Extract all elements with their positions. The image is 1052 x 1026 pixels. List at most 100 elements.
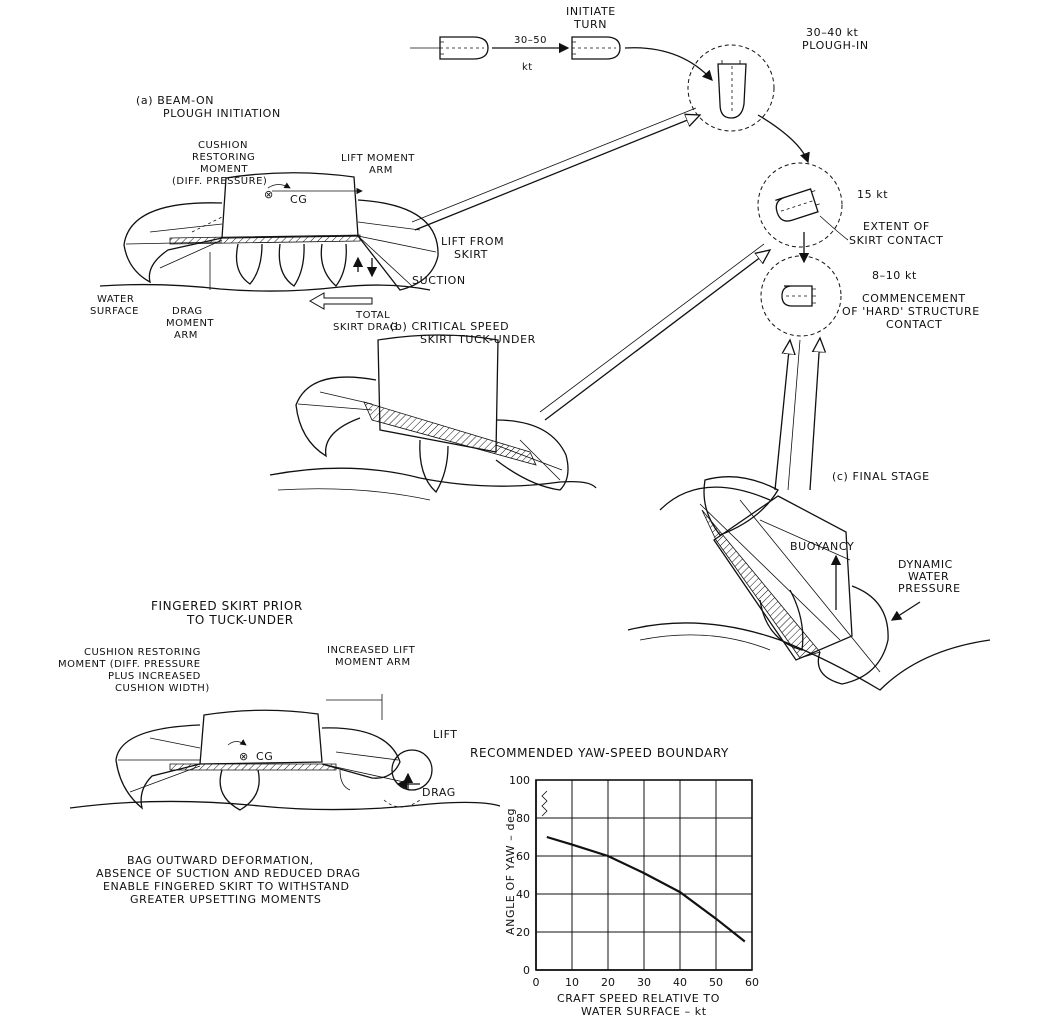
a-to-plough-arrow-2 [411, 107, 697, 223]
skirt-bow-c [817, 585, 889, 685]
craft-body-fingered [199, 709, 323, 765]
skirt-contact-label-2: SKIRT CONTACT [849, 234, 943, 247]
water-label-2: SURFACE [90, 306, 139, 317]
dynamic-label: DYNAMIC [898, 558, 953, 571]
x-tick-label: 40 [673, 976, 687, 989]
skirt-outer-c [659, 486, 771, 511]
cushion-label-a-2: RESTORING [192, 152, 255, 163]
eight-ten-kt-circle [760, 255, 842, 337]
fingered-cg-label: CG [256, 750, 273, 763]
lift-skirt-label-2: SKIRT [454, 248, 488, 261]
water-surface-b [269, 467, 597, 489]
y-tick-label: 40 [516, 888, 530, 901]
fingered-drag-label: DRAG [422, 786, 456, 799]
water-surface-c [627, 622, 991, 691]
initiate-turn-label-2: TURN [573, 18, 607, 31]
craft-body-a [221, 172, 359, 239]
lift-arm-label-a: LIFT MOMENT [341, 153, 415, 164]
craft-plan-3 [717, 60, 747, 119]
skirt-lines-left-b [297, 391, 373, 411]
boundary-curve-0 [546, 835, 746, 943]
skirt-left-a [123, 202, 223, 284]
skirt-right-b [495, 419, 569, 491]
total-drag-label-2: SKIRT DRAG [333, 322, 398, 333]
skirt-contact-label: EXTENT OF [863, 220, 930, 233]
skirt-contact-leader [819, 215, 849, 241]
a-to-plough-arrow [414, 115, 700, 231]
speed-label-30-50: 30–50 [514, 35, 547, 46]
fingered-title: FINGERED SKIRT PRIOR [151, 599, 303, 613]
fingered-water [69, 800, 501, 811]
fingered-lift-label: LIFT [433, 728, 458, 741]
fingered-caption: BAG OUTWARD DEFORMATION, [127, 854, 314, 867]
chart-series [546, 835, 746, 943]
cg-label-a: CG [290, 193, 307, 206]
fingered-finger-2 [339, 769, 351, 791]
x-tick-label: 30 [637, 976, 651, 989]
y-tick-label: 60 [516, 850, 530, 863]
drag-arm-label-3: ARM [174, 330, 198, 341]
c-to-8kt-arrow-2 [809, 338, 820, 491]
plough-in-speed-label: 30–40 kt [806, 26, 859, 39]
hard-contact-label-2: OF 'HARD' STRUCTURE [842, 305, 980, 318]
hard-structure-hatch-c [701, 509, 821, 659]
initiate-turn-label: INITIATE [566, 5, 616, 18]
cushion-label-a-3: MOMENT [200, 164, 248, 175]
fifteen-kt-label: 15 kt [857, 188, 888, 201]
plough-to-15-arrow [757, 114, 810, 164]
x-tick-label: 20 [601, 976, 615, 989]
fingered-cushion-label-2: MOMENT (DIFF. PRESSURE [58, 659, 201, 670]
fingered-cushion-label: CUSHION RESTORING [84, 647, 201, 658]
fingered-caption-3: ENABLE FINGERED SKIRT TO WITHSTAND [103, 880, 350, 893]
fingered-lift-arm-label-2: MOMENT ARM [335, 657, 411, 668]
top-sequence: 30–50 kt INITIATE TURN 30–40 kt PLOUGH-I… [410, 5, 980, 337]
water-surface-c-2 [639, 634, 771, 651]
panel-c-final-stage: (c) FINAL STAGE BUOYANCY DYNAMIC WATER P… [627, 338, 991, 691]
y-tick-label: 80 [516, 812, 530, 825]
axis-break-icon [541, 790, 548, 817]
craft-plan-5 [781, 285, 816, 307]
water-label: WATER [97, 294, 134, 305]
chart-frame [535, 779, 753, 971]
total-drag-arrow [308, 292, 373, 310]
cushion-label-a: CUSHION [198, 140, 248, 151]
panel-b-tuck-under: (b) CRITICAL SPEED SKIRT TUCK-UNDER [269, 243, 770, 501]
speed-unit-kt: kt [522, 62, 533, 73]
b-to-15kt-arrow-2 [539, 243, 765, 413]
b-to-15kt-arrow [544, 250, 770, 421]
fingered-finger-1 [219, 769, 260, 811]
fingered-caption-4: GREATER UPSETTING MOMENTS [130, 893, 321, 906]
c-to-8kt-arrow-1b [787, 339, 801, 491]
fingered-skirt-panel: FINGERED SKIRT PRIOR TO TUCK-UNDER CUSHI… [58, 599, 501, 906]
craft-plan-1 [439, 36, 489, 60]
finger-a-3 [320, 243, 347, 287]
plough-in-circle [687, 44, 775, 132]
fingered-skirt-right [321, 727, 401, 779]
skirt-lines-right-b [495, 439, 563, 481]
dynamic-label-2: WATER [908, 570, 949, 583]
total-drag-label: TOTAL [355, 310, 390, 321]
plough-in-label: PLOUGH-IN [802, 39, 869, 52]
x-tick-label: 10 [565, 976, 579, 989]
hard-contact-label-3: CONTACT [886, 318, 942, 331]
dynamic-pressure-arrow [890, 601, 921, 621]
x-tick-label: 50 [709, 976, 723, 989]
skirt-lines-left-a [125, 223, 223, 269]
x-tick-label: 0 [533, 976, 540, 989]
craft-body-b [377, 334, 499, 453]
cushion-label-a-4: (DIFF. PRESSURE) [172, 176, 267, 187]
craft-plan-2 [571, 36, 621, 60]
hard-structure-hatch-b [363, 401, 537, 466]
water-surface-b-2 [277, 488, 431, 501]
lift-arm-label-a-2: ARM [369, 165, 393, 176]
hard-contact-label: COMMENCEMENT [862, 292, 966, 305]
fingered-cushion-label-4: CUSHION WIDTH) [115, 683, 210, 694]
y-tick-label: 100 [509, 774, 530, 787]
fingered-cushion-label-3: PLUS INCREASED [108, 671, 201, 682]
drag-arm-label-2: MOMENT [166, 318, 214, 329]
fingered-moment-arrow [227, 739, 247, 746]
cg-marker-a: ⊗ [264, 188, 274, 201]
chart-xlabel-2: WATER SURFACE – kt [581, 1005, 707, 1018]
